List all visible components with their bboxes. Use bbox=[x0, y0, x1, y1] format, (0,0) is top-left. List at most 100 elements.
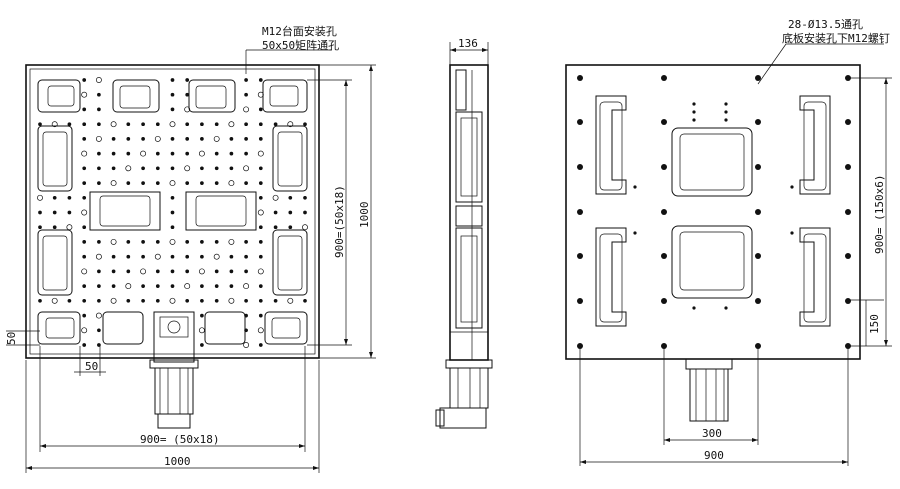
table-mount-hole bbox=[110, 297, 117, 304]
table-mount-hole bbox=[200, 343, 204, 347]
table-mount-hole bbox=[141, 166, 145, 171]
front-dim-edge-bottom: 50 bbox=[85, 360, 98, 373]
table-mount-hole bbox=[258, 107, 263, 112]
base-small-hole bbox=[692, 306, 696, 310]
table-mount-hole bbox=[141, 181, 145, 185]
table-mount-hole bbox=[244, 254, 248, 259]
table-mount-hole bbox=[66, 224, 73, 231]
table-mount-hole bbox=[303, 210, 307, 215]
table-mount-hole bbox=[154, 253, 161, 260]
base-mount-hole bbox=[577, 343, 583, 349]
table-mount-hole bbox=[244, 151, 248, 156]
table-mount-hole bbox=[198, 268, 205, 275]
table-mount-hole bbox=[258, 78, 263, 82]
table-mount-hole bbox=[97, 343, 101, 347]
table-mount-hole bbox=[97, 151, 101, 156]
table-mount-hole bbox=[243, 342, 250, 348]
table-mount-hole bbox=[200, 284, 204, 288]
table-mount-hole bbox=[95, 135, 102, 142]
table-mount-hole bbox=[111, 269, 116, 274]
table-mount-hole bbox=[303, 298, 307, 303]
table-mount-hole bbox=[38, 298, 42, 303]
table-mount-hole bbox=[126, 181, 131, 185]
table-mount-hole bbox=[82, 166, 87, 171]
table-mount-hole bbox=[110, 180, 117, 187]
table-mount-hole bbox=[243, 283, 250, 290]
base-mount-hole bbox=[577, 119, 583, 125]
base-mount-hole bbox=[845, 209, 851, 215]
table-mount-hole bbox=[140, 268, 147, 275]
table-mount-hole bbox=[38, 210, 42, 215]
table-mount-hole bbox=[97, 328, 101, 333]
table-mount-hole bbox=[244, 298, 248, 303]
table-mount-hole bbox=[200, 313, 204, 318]
table-mount-hole bbox=[170, 107, 175, 112]
bottom-callout-line2: 底板安装孔下M12螺钉 bbox=[782, 31, 890, 45]
table-mount-hole bbox=[244, 269, 248, 274]
base-mount-hole bbox=[755, 298, 761, 304]
table-mount-hole bbox=[257, 91, 264, 98]
table-mount-hole bbox=[288, 195, 293, 200]
front-dim-pitch-h: 900= (50x18) bbox=[140, 433, 219, 446]
table-mount-hole bbox=[303, 195, 307, 200]
table-mount-hole bbox=[229, 284, 234, 288]
base-small-hole bbox=[724, 306, 728, 310]
table-mount-hole bbox=[258, 225, 263, 230]
table-mount-hole bbox=[244, 122, 248, 127]
table-mount-hole bbox=[198, 327, 205, 334]
table-mount-hole bbox=[52, 210, 57, 215]
base-mount-hole bbox=[845, 298, 851, 304]
bottom-slot-pockets bbox=[595, 95, 831, 327]
front-dimensions: 900= (50x18) 1000 900=(50x18) 1000 50 bbox=[5, 24, 376, 473]
table-mount-hole bbox=[185, 181, 190, 185]
table-mount-hole bbox=[97, 269, 101, 274]
table-mount-hole bbox=[170, 225, 175, 230]
table-mount-hole bbox=[184, 283, 191, 290]
table-mount-hole bbox=[200, 166, 204, 171]
base-mount-hole bbox=[755, 164, 761, 170]
table-mount-hole bbox=[228, 297, 235, 304]
table-mount-hole bbox=[244, 78, 248, 82]
table-mount-hole bbox=[229, 137, 234, 141]
table-mount-hole bbox=[258, 284, 263, 288]
table-mount-hole bbox=[200, 122, 204, 127]
base-mount-hole bbox=[755, 119, 761, 125]
table-mount-hole bbox=[257, 150, 264, 157]
table-mount-hole bbox=[141, 122, 145, 127]
table-mount-hole bbox=[258, 298, 263, 303]
table-mount-hole bbox=[37, 194, 43, 201]
base-mount-hole bbox=[845, 253, 851, 259]
table-mount-hole bbox=[82, 225, 87, 230]
bottom-dimensions: 300 900 900= (150x6) 150 28-Ø13.5通孔 底板安装… bbox=[579, 18, 892, 466]
front-dim-overall-h: 1000 bbox=[164, 455, 191, 468]
table-mount-hole bbox=[111, 254, 116, 259]
table-mount-hole bbox=[273, 122, 278, 127]
table-mount-hole bbox=[200, 181, 204, 185]
table-mount-hole bbox=[213, 253, 220, 260]
front-callout-line2: 50x50矩阵通孔 bbox=[262, 38, 339, 52]
table-mount-hole bbox=[288, 225, 293, 230]
table-mount-hole bbox=[273, 210, 278, 215]
table-mount-hole bbox=[111, 284, 116, 288]
table-mount-hole bbox=[126, 254, 131, 259]
base-mount-hole bbox=[755, 253, 761, 259]
table-mount-hole bbox=[170, 254, 175, 259]
table-mount-hole bbox=[126, 137, 131, 141]
base-mount-hole bbox=[755, 75, 761, 81]
table-mount-hole bbox=[38, 225, 42, 230]
table-mount-hole bbox=[258, 166, 263, 171]
base-mount-hole bbox=[661, 209, 667, 215]
table-mount-hole bbox=[111, 151, 116, 156]
table-mount-hole bbox=[228, 180, 235, 187]
table-mount-hole bbox=[67, 298, 72, 303]
front-view: 900= (50x18) 1000 900=(50x18) 1000 50 bbox=[5, 24, 376, 473]
table-mount-hole bbox=[258, 195, 263, 200]
table-mount-hole bbox=[141, 240, 145, 244]
table-mount-hole bbox=[81, 150, 88, 157]
table-mount-hole bbox=[258, 240, 263, 244]
table-mount-hole bbox=[126, 240, 131, 244]
bottom-motor bbox=[685, 358, 733, 422]
table-mount-hole bbox=[214, 166, 219, 171]
table-mount-hole bbox=[82, 107, 87, 112]
